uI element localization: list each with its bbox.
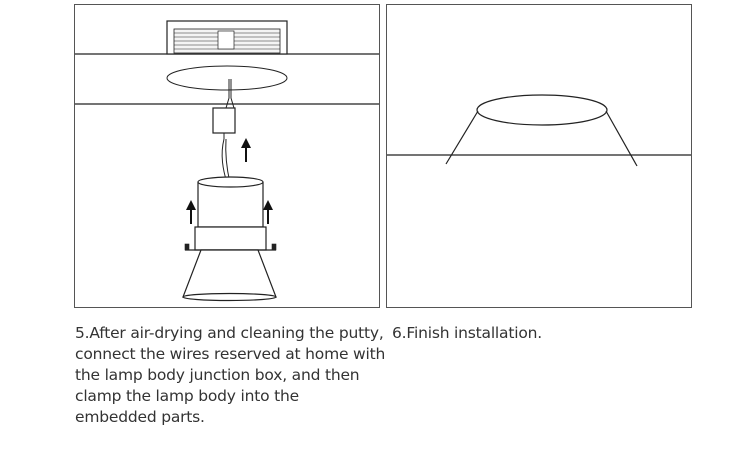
step-5-caption-line: clamp the lamp body into the [75, 387, 299, 405]
junction-box [212, 107, 236, 134]
up-arrow-right-icon [263, 200, 273, 224]
up-arrow-left-icon [186, 200, 196, 224]
installed-lamp-left-edge [445, 110, 479, 165]
step-6-caption-line: 6.Finish installation. [392, 324, 542, 342]
ceiling-hole [166, 65, 288, 91]
lamp-body [184, 176, 277, 251]
step-5-drawing [75, 20, 379, 302]
embedded-part [166, 20, 288, 55]
step-6-caption: 6.Finish installation. [392, 323, 692, 344]
step-5-caption-line: 5.After air-drying and cleaning the putt… [75, 324, 384, 342]
step-5-caption: 5.After air-drying and cleaning the putt… [75, 323, 387, 428]
step-5-caption-line: the lamp body junction box, and then [75, 366, 360, 384]
step-5-illustration [74, 4, 380, 308]
installed-lamp-right-edge [605, 110, 638, 167]
step-5-caption-line: connect the wires reserved at home with [75, 345, 386, 363]
supply-wire [225, 79, 230, 109]
step-6-illustration [386, 4, 692, 308]
step-5-caption-line: embedded parts. [75, 408, 205, 426]
installed-lamp-trim [476, 94, 608, 126]
lamp-reflector [182, 249, 277, 302]
step-6-drawing [387, 94, 691, 167]
up-arrow-icon [241, 138, 251, 162]
